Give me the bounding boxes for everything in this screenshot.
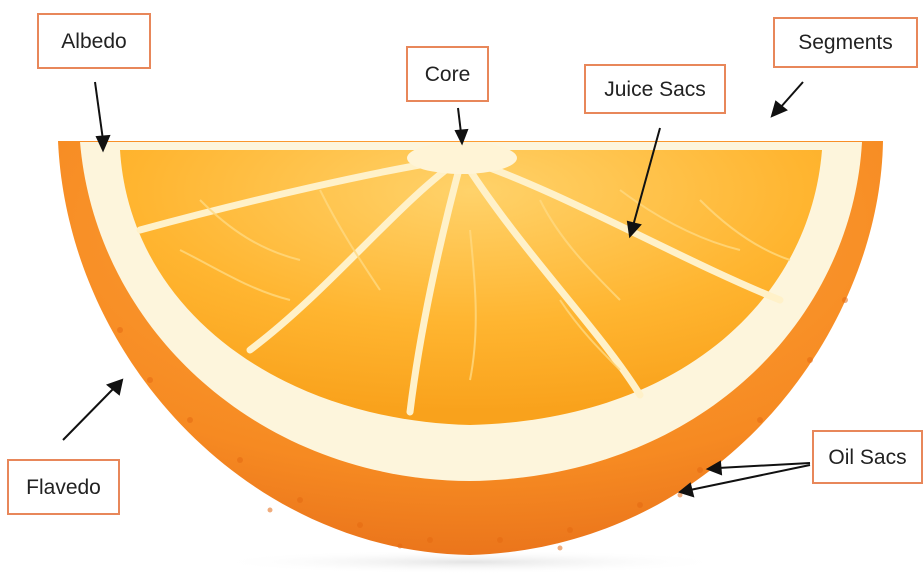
arrow-segments <box>780 82 803 108</box>
label-core: Core <box>406 46 489 102</box>
arrow-albedo <box>95 82 103 140</box>
label-segments: Segments <box>773 17 918 68</box>
label-albedo: Albedo <box>37 13 151 69</box>
arrow-core <box>458 108 461 133</box>
label-juice-sacs: Juice Sacs <box>584 64 726 114</box>
label-oil-sacs: Oil Sacs <box>812 430 923 484</box>
arrow-flavedo <box>63 388 114 440</box>
core-area <box>407 142 517 174</box>
label-flavedo: Flavedo <box>7 459 120 515</box>
